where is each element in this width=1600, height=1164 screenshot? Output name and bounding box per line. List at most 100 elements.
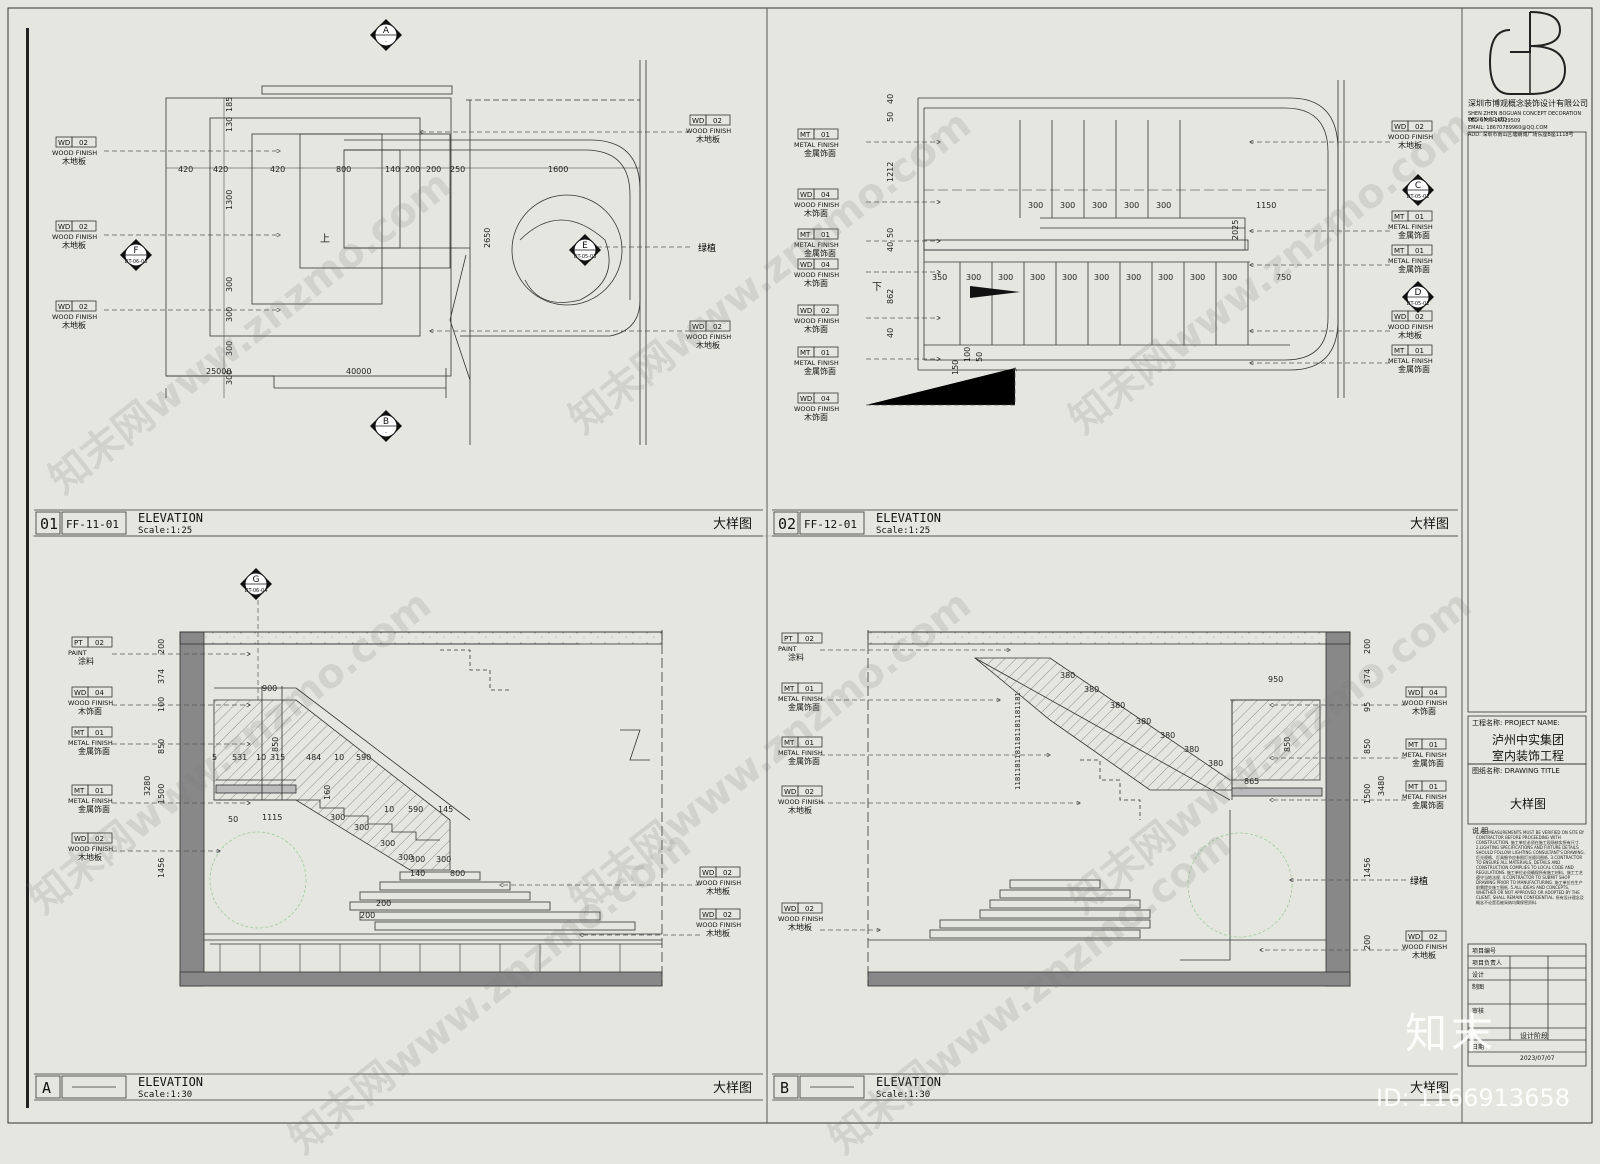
dim: 300 <box>1158 273 1173 282</box>
svg-text:METAL FINISH: METAL FINISH <box>68 797 113 805</box>
panel-b-cn: 大样图 <box>1410 1081 1449 1096</box>
svg-text:02: 02 <box>713 323 722 331</box>
svg-text:PAINT: PAINT <box>778 645 797 653</box>
svg-text:WD: WD <box>74 689 86 697</box>
plants-label: 绿植 <box>698 242 716 254</box>
dim: 484 <box>306 753 321 762</box>
company-logo <box>1488 11 1567 95</box>
svg-text:WD: WD <box>74 835 86 843</box>
dim: 300 <box>225 307 234 322</box>
notes-title: 说 明 <box>1472 827 1489 835</box>
svg-text:木饰面: 木饰面 <box>804 278 828 288</box>
panel-b-title: ELEVATION <box>876 1075 941 1089</box>
svg-text:金属饰面: 金属饰面 <box>1398 264 1430 274</box>
tb-row: 制图 <box>1472 984 1485 991</box>
svg-text:02: 02 <box>79 223 88 231</box>
svg-text:METAL FINISH: METAL FINISH <box>794 359 839 367</box>
dim: 300 <box>966 273 981 282</box>
svg-text:WOOD FINISH: WOOD FINISH <box>52 233 97 241</box>
elevation-leaders-a <box>112 600 700 935</box>
dim: 100 <box>963 347 972 362</box>
svg-text:WD: WD <box>692 117 704 125</box>
svg-text:MT: MT <box>1394 347 1405 355</box>
dim: 50 <box>975 352 984 362</box>
dim: 40000 <box>346 367 371 376</box>
svg-text:金属饰面: 金属饰面 <box>1412 800 1444 810</box>
dim: 40 <box>886 242 895 252</box>
panel-01-title: ELEVATION <box>138 511 203 525</box>
dim: 531 <box>232 753 247 762</box>
dim: 380 <box>1184 745 1199 754</box>
svg-text:PT: PT <box>784 635 793 643</box>
svg-text:PAINT: PAINT <box>68 649 87 657</box>
dim: 300 <box>410 855 425 864</box>
dim: 300 <box>1030 273 1045 282</box>
dim: 1500 <box>157 784 166 804</box>
svg-text:金属饰面: 金属饰面 <box>1398 364 1430 374</box>
dim: 374 <box>1363 669 1372 684</box>
dim: 420 <box>178 165 193 174</box>
section-marker-c: CDT-05-02 <box>1402 174 1434 206</box>
company-email: EMAIL: 18670789960@QQ.COM <box>1468 125 1548 131</box>
svg-text:金属饰面: 金属饰面 <box>788 756 820 766</box>
svg-text:金属饰面: 金属饰面 <box>78 804 110 814</box>
svg-text:WD: WD <box>692 323 704 331</box>
svg-text:C: C <box>1415 181 1421 191</box>
dim: 160 <box>323 785 332 800</box>
dim: 250 <box>450 165 465 174</box>
dim: 2025 <box>1231 220 1240 240</box>
tb-row: 项目负责人 <box>1472 960 1503 967</box>
panel-02-number: 02 <box>778 515 796 533</box>
dim: 300 <box>225 341 234 356</box>
plan-drawing-01 <box>165 60 647 445</box>
drawing-title-label: 图纸名称: DRAWING TITLE <box>1472 767 1560 775</box>
section-marker-f: FDT-06-03 <box>120 239 152 271</box>
dim: 750 <box>1276 273 1291 282</box>
svg-text:WOOD FINISH: WOOD FINISH <box>794 201 839 209</box>
svg-text:木饰面: 木饰面 <box>804 412 828 422</box>
company-name-en: SHEN ZHEN BOGUAN CONCEPT DECORATION DESI… <box>1468 111 1582 123</box>
section-marker-a: A- <box>370 19 402 51</box>
svg-text:WOOD FINISH: WOOD FINISH <box>52 313 97 321</box>
svg-text:01: 01 <box>821 349 830 357</box>
dim: 300 <box>225 370 234 385</box>
svg-text:MT: MT <box>800 231 811 239</box>
svg-text:WOOD FINISH: WOOD FINISH <box>778 915 823 923</box>
svg-text:WOOD FINISH: WOOD FINISH <box>686 127 731 135</box>
svg-text:METAL FINISH: METAL FINISH <box>1388 257 1433 265</box>
svg-text:WOOD FINISH: WOOD FINISH <box>794 271 839 279</box>
svg-text:金属饰面: 金属饰面 <box>804 148 836 158</box>
svg-text:木地板: 木地板 <box>788 922 812 932</box>
svg-text:MT: MT <box>784 685 795 693</box>
dim: 420 <box>270 165 285 174</box>
svg-text:02: 02 <box>95 835 104 843</box>
svg-text:METAL FINISH: METAL FINISH <box>778 749 823 757</box>
company-address: ADD: 深圳市南山区塘朗城广场东座B座1118号 <box>1468 132 1574 138</box>
general-notes: 1.ALL MEASUREMENTS MUST BE VERIFIED ON S… <box>1476 830 1585 905</box>
dim: 3480 <box>1377 776 1386 796</box>
svg-text:METAL FINISH: METAL FINISH <box>794 241 839 249</box>
svg-text:WOOD FINISH: WOOD FINISH <box>68 845 113 853</box>
dim: 300 <box>380 839 395 848</box>
dim: 850 <box>271 737 280 752</box>
dim: 315 <box>270 753 285 762</box>
svg-text:MT: MT <box>784 739 795 747</box>
dim: 1212 <box>886 162 895 182</box>
svg-text:WD: WD <box>800 307 812 315</box>
svg-text:METAL FINISH: METAL FINISH <box>1388 223 1433 231</box>
dim: 380 <box>1136 717 1151 726</box>
panel-b-number: B <box>780 1079 789 1097</box>
dim: 200 <box>157 639 166 654</box>
dim: 300 <box>1094 273 1109 282</box>
svg-text:01: 01 <box>1429 741 1438 749</box>
svg-text:WOOD FINISH: WOOD FINISH <box>696 879 741 887</box>
